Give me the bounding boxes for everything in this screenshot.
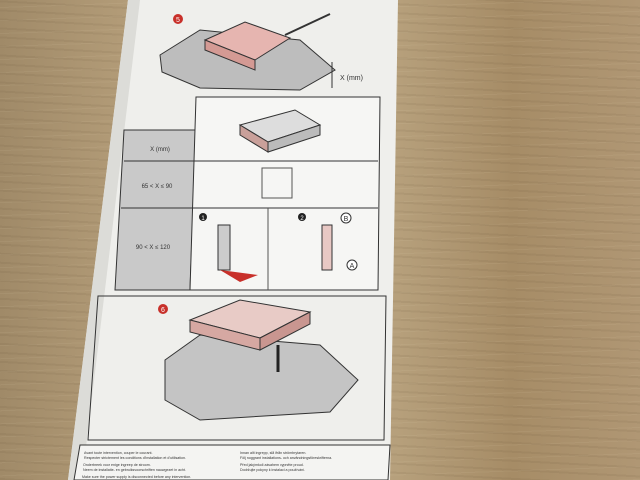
- floor-box-illustration: [238, 109, 322, 153]
- footer-text: Dodržujte pokyny k instalaci a používání…: [240, 468, 305, 472]
- footer-text: Make sure the power supply is disconnect…: [82, 475, 191, 479]
- footer-text: Onderbreek voor enige ingreep de stroom.: [83, 463, 151, 467]
- step-6-number: 6: [161, 307, 165, 314]
- footer-text: Respecter strictement les conditions d'i…: [84, 456, 186, 460]
- footer-text: Neem de installatie- en gebruiksvoorschr…: [83, 468, 186, 472]
- table-row-65-90: 65 < X ≤ 90: [142, 184, 173, 190]
- footer-text: Följ noggrant installations- och användn…: [240, 456, 332, 460]
- step-5-badge: [173, 14, 183, 24]
- option-1: 1: [201, 216, 205, 222]
- footer-text: Innan allt ingrepp, slå ifrån strömbryta…: [240, 451, 306, 455]
- marker-b: B: [344, 216, 349, 223]
- step-5-number: 5: [176, 17, 180, 24]
- option-2: 2: [300, 216, 304, 222]
- table-header: X (mm): [150, 147, 170, 153]
- footer-text: Před jakýmkoli zásahem vypněte proud.: [240, 463, 304, 467]
- dimension-label: X (mm): [340, 75, 363, 82]
- red-bracket: [220, 270, 258, 282]
- footer-text: Avant toute intervention, couper le cour…: [84, 451, 152, 455]
- table-label-column: [114, 129, 197, 291]
- step-6-frame: [87, 295, 387, 441]
- marker-a: A: [350, 263, 355, 270]
- warning-footer: [73, 444, 391, 480]
- table-row-90-120: 90 < X ≤ 120: [136, 245, 171, 251]
